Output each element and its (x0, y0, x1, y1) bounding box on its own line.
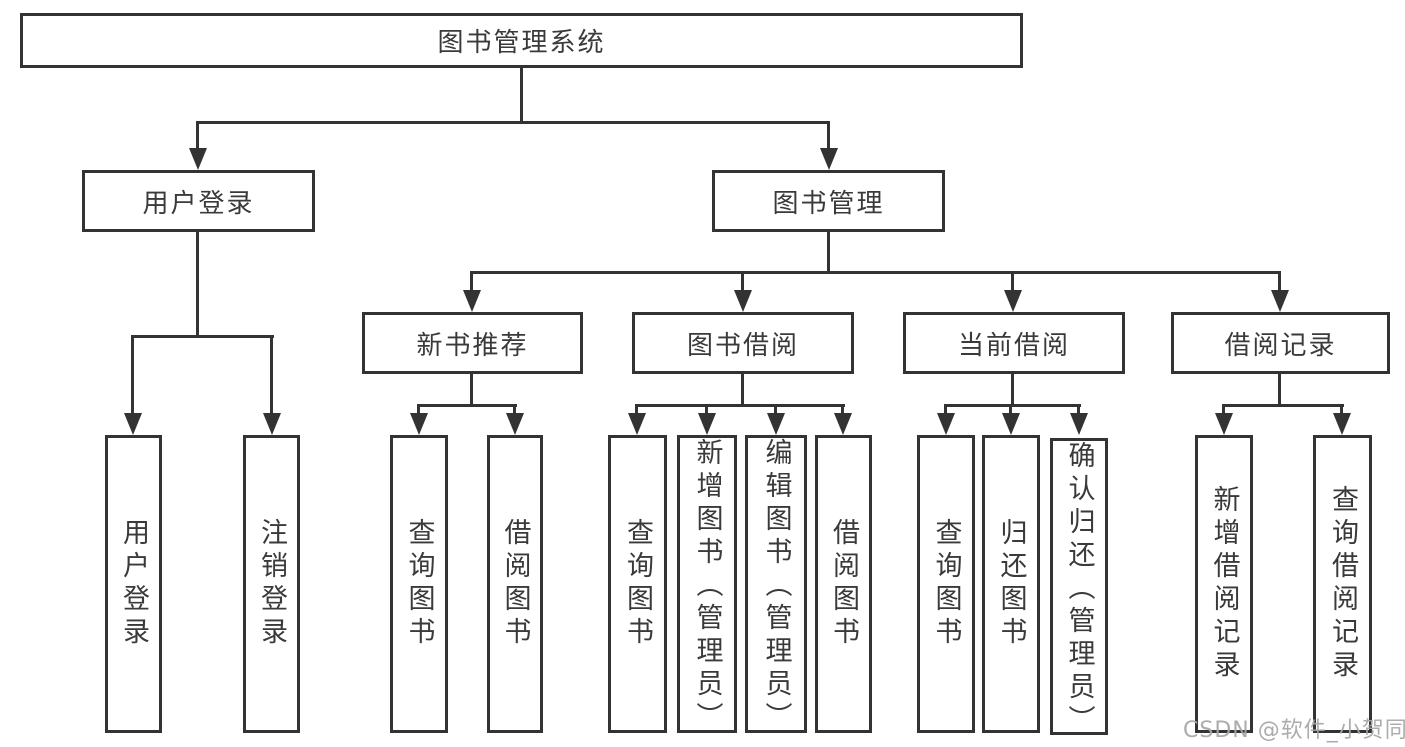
leaf-logout-login: 注销登录 (243, 435, 300, 733)
edge-drop-bb-add (705, 404, 708, 417)
edge-book-borrow-stem (741, 374, 744, 407)
leaf-cb-query-books: 查询图书 (917, 435, 975, 733)
leaf-cb-return-books: 归还图书 (982, 435, 1040, 733)
edge-current-borrow-stem (1011, 374, 1014, 407)
edge-drop-user-login (196, 121, 199, 150)
arrowhead-book-management (820, 148, 838, 170)
leaf-user-login-label: 用户登录 (118, 518, 149, 650)
edge-level2-bar (196, 121, 830, 124)
edge-drop-bb-edit (774, 404, 777, 417)
edge-drop-book-management (827, 121, 830, 150)
arrowhead-cb-confirm (1070, 413, 1088, 435)
leaf-bb-borrow-books-label: 借阅图书 (828, 518, 859, 650)
edge-current-borrow-bar (944, 404, 1081, 407)
leaf-cb-return-books-label: 归还图书 (995, 518, 1027, 650)
leaf-user-login: 用户登录 (105, 435, 162, 733)
node-root: 图书管理系统 (20, 13, 1023, 68)
leaf-bb-edit-books-admin: 编辑图书（管理员） (745, 435, 807, 735)
arrowhead-current-borrow (1004, 290, 1022, 312)
edge-drop-bb-query (635, 404, 638, 417)
edge-drop-cb-return (1009, 404, 1012, 417)
edge-user-login-stem (196, 232, 199, 337)
edge-drop-book-borrow (741, 271, 744, 292)
edge-book-management-stem (827, 232, 830, 273)
leaf-bb-query-books: 查询图书 (608, 435, 667, 733)
leaf-cb-query-books-label: 查询图书 (930, 518, 962, 650)
arrowhead-nb-query (410, 413, 428, 435)
node-book-management: 图书管理 (712, 170, 945, 232)
edge-drop-bb-borrow (841, 404, 844, 417)
node-current-borrow: 当前借阅 (903, 312, 1125, 374)
arrowhead-cb-query (937, 413, 955, 435)
edge-drop-cb-confirm (1077, 404, 1080, 417)
arrowhead-bb-add (698, 413, 716, 435)
edge-new-book-bar (417, 404, 517, 407)
arrowhead-nb-borrow (506, 413, 524, 435)
leaf-nb-borrow-books-label: 借阅图书 (499, 518, 531, 650)
node-new-book-recommend: 新书推荐 (362, 312, 583, 374)
arrowhead-bb-borrow (834, 413, 852, 435)
leaf-bb-add-books-admin: 新增图书（管理员） (677, 435, 737, 735)
edge-drop-new-book (470, 271, 473, 292)
edge-root-stem (520, 68, 523, 123)
leaf-bb-borrow-books: 借阅图书 (815, 435, 872, 733)
arrowhead-new-book (463, 290, 481, 312)
edge-drop-current-borrow (1011, 271, 1014, 292)
leaf-cb-confirm-return-admin: 确认归还（管理员） (1050, 438, 1108, 738)
leaf-cb-confirm-return-admin-label: 确认归还（管理员） (1063, 441, 1095, 738)
edge-book-borrow-bar (635, 404, 845, 407)
edge-user-login-bar (131, 335, 274, 338)
leaf-br-query-record: 查询借阅记录 (1313, 435, 1372, 733)
leaf-nb-query-books-label: 查询图书 (403, 518, 435, 650)
csdn-watermark: CSDN @软件_小贺同学 (1183, 718, 1405, 743)
leaf-nb-query-books: 查询图书 (390, 435, 448, 733)
node-borrow-record: 借阅记录 (1171, 312, 1390, 374)
edge-new-book-stem (470, 374, 473, 407)
arrowhead-br-add (1215, 413, 1233, 435)
edge-borrow-record-stem (1278, 374, 1281, 407)
leaf-br-add-record-label: 新增借阅记录 (1208, 485, 1240, 683)
edge-drop-leaf-logout (270, 335, 273, 415)
edge-drop-leaf-user-login (131, 335, 134, 415)
arrowhead-borrow-record (1271, 290, 1289, 312)
edge-borrow-record-bar (1222, 404, 1344, 407)
arrowhead-leaf-logout (263, 413, 281, 435)
edge-drop-br-query (1340, 404, 1343, 417)
leaf-br-query-record-label: 查询借阅记录 (1327, 485, 1358, 683)
leaf-bb-add-books-admin-label: 新增图书（管理员） (691, 438, 723, 735)
edge-level3-bar (470, 271, 1281, 274)
leaf-nb-borrow-books: 借阅图书 (487, 435, 543, 733)
edge-drop-br-add (1222, 404, 1225, 417)
edge-drop-cb-query (944, 404, 947, 417)
arrowhead-cb-return (1002, 413, 1020, 435)
arrowhead-book-borrow (734, 290, 752, 312)
arrowhead-br-query (1333, 413, 1351, 435)
arrowhead-bb-edit (767, 413, 785, 435)
edge-drop-borrow-record (1278, 271, 1281, 292)
leaf-bb-query-books-label: 查询图书 (622, 518, 653, 650)
edge-drop-nb-borrow (513, 404, 516, 417)
leaf-logout-login-label: 注销登录 (256, 518, 287, 650)
leaf-br-add-record: 新增借阅记录 (1195, 435, 1253, 733)
arrowhead-leaf-user-login (124, 413, 142, 435)
edge-drop-nb-query (417, 404, 420, 417)
node-book-borrow: 图书借阅 (632, 312, 854, 374)
node-user-login: 用户登录 (82, 170, 315, 232)
arrowhead-bb-query (628, 413, 646, 435)
leaf-bb-edit-books-admin-label: 编辑图书（管理员） (760, 438, 792, 735)
arrowhead-user-login (189, 148, 207, 170)
